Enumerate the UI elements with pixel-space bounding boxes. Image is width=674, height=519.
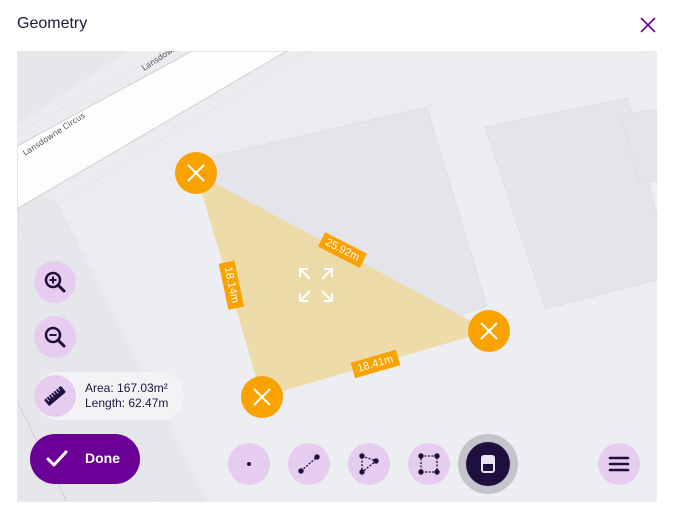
zoom-in-button[interactable] bbox=[34, 261, 76, 303]
line-icon bbox=[298, 454, 320, 474]
tool-polygon-button[interactable] bbox=[348, 443, 390, 485]
vertex-handle-1[interactable] bbox=[175, 152, 217, 194]
zoom-out-button[interactable] bbox=[34, 316, 76, 358]
tool-eraser-button[interactable] bbox=[458, 434, 518, 494]
zoom-out-icon bbox=[44, 326, 66, 348]
close-icon bbox=[640, 17, 656, 33]
remove-vertex-icon bbox=[253, 388, 271, 406]
length-value: Length: 62.47m bbox=[85, 396, 169, 410]
remove-vertex-icon bbox=[187, 164, 205, 182]
close-button[interactable] bbox=[638, 15, 658, 35]
measured-polygon bbox=[196, 173, 489, 397]
eraser-icon bbox=[481, 455, 495, 473]
remove-vertex-icon bbox=[480, 322, 498, 340]
vertex-handle-3[interactable] bbox=[241, 376, 283, 418]
tool-rectangle-button[interactable] bbox=[408, 443, 450, 485]
measurement-panel: Area: 167.03m² Length: 62.47m bbox=[34, 372, 184, 420]
rectangle-icon bbox=[418, 453, 440, 475]
dialog-title: Geometry bbox=[17, 15, 88, 32]
menu-icon bbox=[608, 456, 630, 472]
area-value: Area: 167.03m² bbox=[85, 381, 168, 395]
vertex-handle-2[interactable] bbox=[468, 310, 510, 352]
point-icon bbox=[247, 462, 251, 466]
tool-line-button[interactable] bbox=[288, 443, 330, 485]
polygon-icon bbox=[359, 453, 379, 475]
tool-point-button[interactable] bbox=[228, 443, 270, 485]
checkmark-icon bbox=[46, 450, 68, 467]
done-label: Done bbox=[85, 450, 120, 466]
menu-button[interactable] bbox=[598, 443, 640, 485]
ruler-icon bbox=[44, 386, 66, 406]
done-button[interactable]: Done bbox=[30, 434, 140, 484]
expand-icon[interactable] bbox=[298, 267, 334, 303]
map-canvas[interactable]: Lansdowne Circus Lansdow... 25.92m 18.14… bbox=[17, 51, 657, 502]
measure-button[interactable] bbox=[34, 375, 76, 417]
zoom-in-icon bbox=[44, 271, 66, 293]
